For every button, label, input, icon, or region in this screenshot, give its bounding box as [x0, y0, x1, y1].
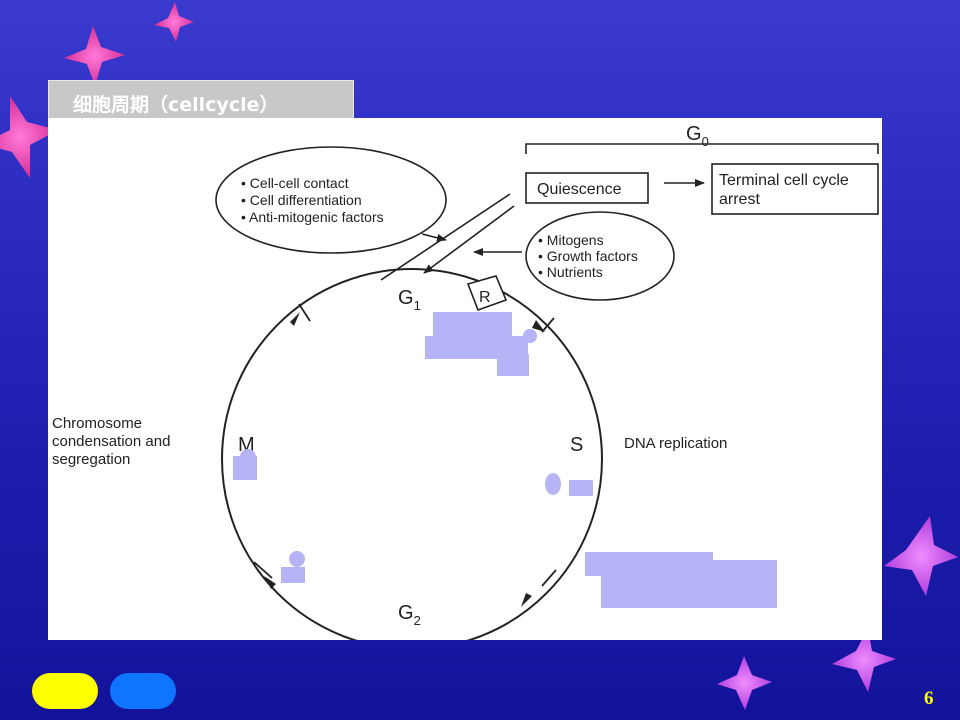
terminal-arrest-box	[711, 163, 879, 215]
cycle-arrowhead	[264, 576, 276, 589]
overlay-patch	[523, 329, 537, 343]
quiescence-label: Quiescence	[537, 181, 622, 198]
inhibitor-item: • Cell-cell contact	[241, 175, 349, 191]
overlay-patches	[233, 312, 777, 608]
chromosome-label-line: Chromosome	[52, 415, 142, 432]
star-icon	[0, 96, 58, 178]
page-number: 6	[924, 688, 934, 709]
arrow-g0-to-g1	[423, 205, 515, 274]
overlay-patch	[433, 312, 512, 340]
restriction-point-label: R	[479, 289, 491, 306]
g2-label: G2	[398, 602, 421, 628]
phase-tick	[541, 317, 555, 333]
phase-tick	[253, 561, 273, 579]
mitogen-item: • Mitogens	[538, 232, 604, 248]
slide-title-box: 细胞周期（cellcycle）	[48, 80, 354, 120]
phase-tick	[541, 569, 557, 587]
slide-title: 细胞周期（cellcycle）	[73, 94, 279, 116]
restriction-point-box	[466, 275, 508, 312]
mitogen-item: • Growth factors	[538, 248, 638, 264]
terminal-arrest-line2: arrest	[719, 191, 760, 208]
overlay-patch	[569, 480, 593, 496]
mitogen-item: • Nutrients	[538, 264, 603, 280]
inhibitors-ellipse	[215, 146, 447, 254]
overlay-patch	[425, 336, 528, 359]
cycle-arrowhead	[290, 312, 300, 326]
overlay-patch	[240, 449, 256, 465]
star-icon	[154, 2, 194, 42]
cell-cycle-circle	[221, 268, 603, 640]
overlay-patch	[601, 560, 777, 608]
overlay-patch	[497, 354, 529, 376]
cell-cycle-figure: G0 Quiescence Terminal cell cycle arrest…	[48, 118, 882, 640]
chromosome-label-line: condensation and	[52, 433, 170, 450]
star-icon	[884, 516, 958, 596]
quiescence-box	[525, 172, 649, 204]
cycle-arrowhead	[521, 593, 532, 607]
g1-label: G1	[398, 287, 421, 313]
g0-bracket	[525, 143, 879, 154]
s-phase-label: S	[570, 434, 583, 456]
inhibitor-item: • Anti-mitogenic factors	[241, 209, 384, 225]
cell-cycle-diagram: G0 Quiescence Terminal cell cycle arrest…	[52, 123, 879, 640]
star-icon	[64, 26, 125, 86]
next-slide-button[interactable]	[110, 673, 176, 709]
arrow-inhibitors	[421, 233, 447, 242]
phase-tick	[298, 303, 311, 322]
cycle-arrowhead	[532, 320, 545, 332]
dna-replication-label: DNA replication	[624, 435, 727, 452]
chromosome-label-line: segregation	[52, 451, 130, 468]
overlay-patch	[289, 551, 305, 567]
overlay-patch	[545, 473, 561, 495]
terminal-arrest-line1: Terminal cell cycle	[719, 172, 849, 189]
star-icon	[832, 628, 896, 692]
overlay-patch	[281, 567, 305, 583]
star-icon	[717, 656, 772, 710]
mitogens-ellipse	[525, 211, 675, 301]
previous-slide-button[interactable]	[32, 673, 98, 709]
inhibitor-item: • Cell differentiation	[241, 192, 362, 208]
g0-label: G0	[686, 123, 709, 149]
